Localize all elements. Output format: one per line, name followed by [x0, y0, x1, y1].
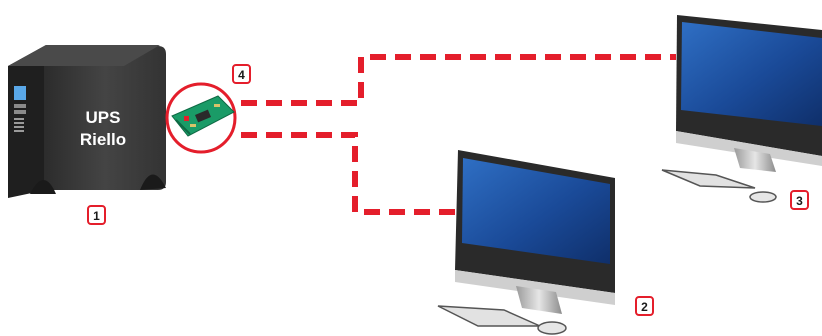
ups-display [14, 86, 26, 100]
connection-to-near-computer [241, 132, 462, 215]
svg-text:4: 4 [238, 68, 245, 82]
connection-to-far-computer [241, 54, 676, 106]
badge-far-computer: 3 [790, 190, 809, 210]
ups-vent [14, 118, 24, 132]
svg-text:1: 1 [93, 209, 100, 223]
ups-unit-icon: UPS Riello [8, 45, 166, 198]
connection-lines [241, 54, 676, 215]
near-computer-icon [437, 150, 615, 335]
ups-label-line2: Riello [80, 130, 126, 149]
badge-network-card: 4 [232, 64, 251, 84]
badge-ups: 1 [87, 205, 106, 225]
ups-label-line1: UPS [86, 108, 121, 127]
badge-near-computer: 2 [635, 296, 654, 316]
svg-text:3: 3 [796, 194, 803, 208]
network-card-icon [165, 82, 237, 154]
svg-text:2: 2 [641, 300, 648, 314]
far-computer-icon [661, 15, 822, 203]
